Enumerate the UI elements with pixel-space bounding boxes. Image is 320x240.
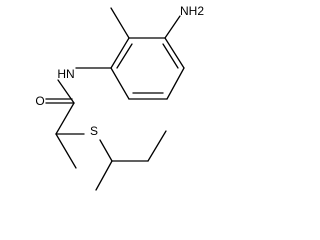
benzene-ring (110, 37, 185, 100)
alpha-methyl-bond (55, 133, 77, 169)
ring-double-bond (162, 43, 179, 69)
amide-nh-label: HN (57, 67, 74, 81)
molecule-structure: NH2 HN O S (35, 4, 204, 191)
s-ch-bond (99, 139, 113, 162)
alpha-carbon-bond (55, 102, 75, 135)
thioether-s-label: S (90, 124, 98, 138)
amine-label: NH2 (180, 4, 204, 18)
amine-bond (164, 15, 181, 39)
butyl-bond (147, 130, 167, 162)
ring-double-bond (116, 43, 133, 69)
butyl-bond (95, 160, 113, 191)
ring-bond (110, 67, 130, 100)
ring-bond (166, 67, 185, 100)
carbonyl-o-label: O (35, 94, 44, 108)
methyl-bond (110, 7, 130, 39)
ring-bond (164, 37, 185, 69)
ring-bond (110, 37, 130, 69)
